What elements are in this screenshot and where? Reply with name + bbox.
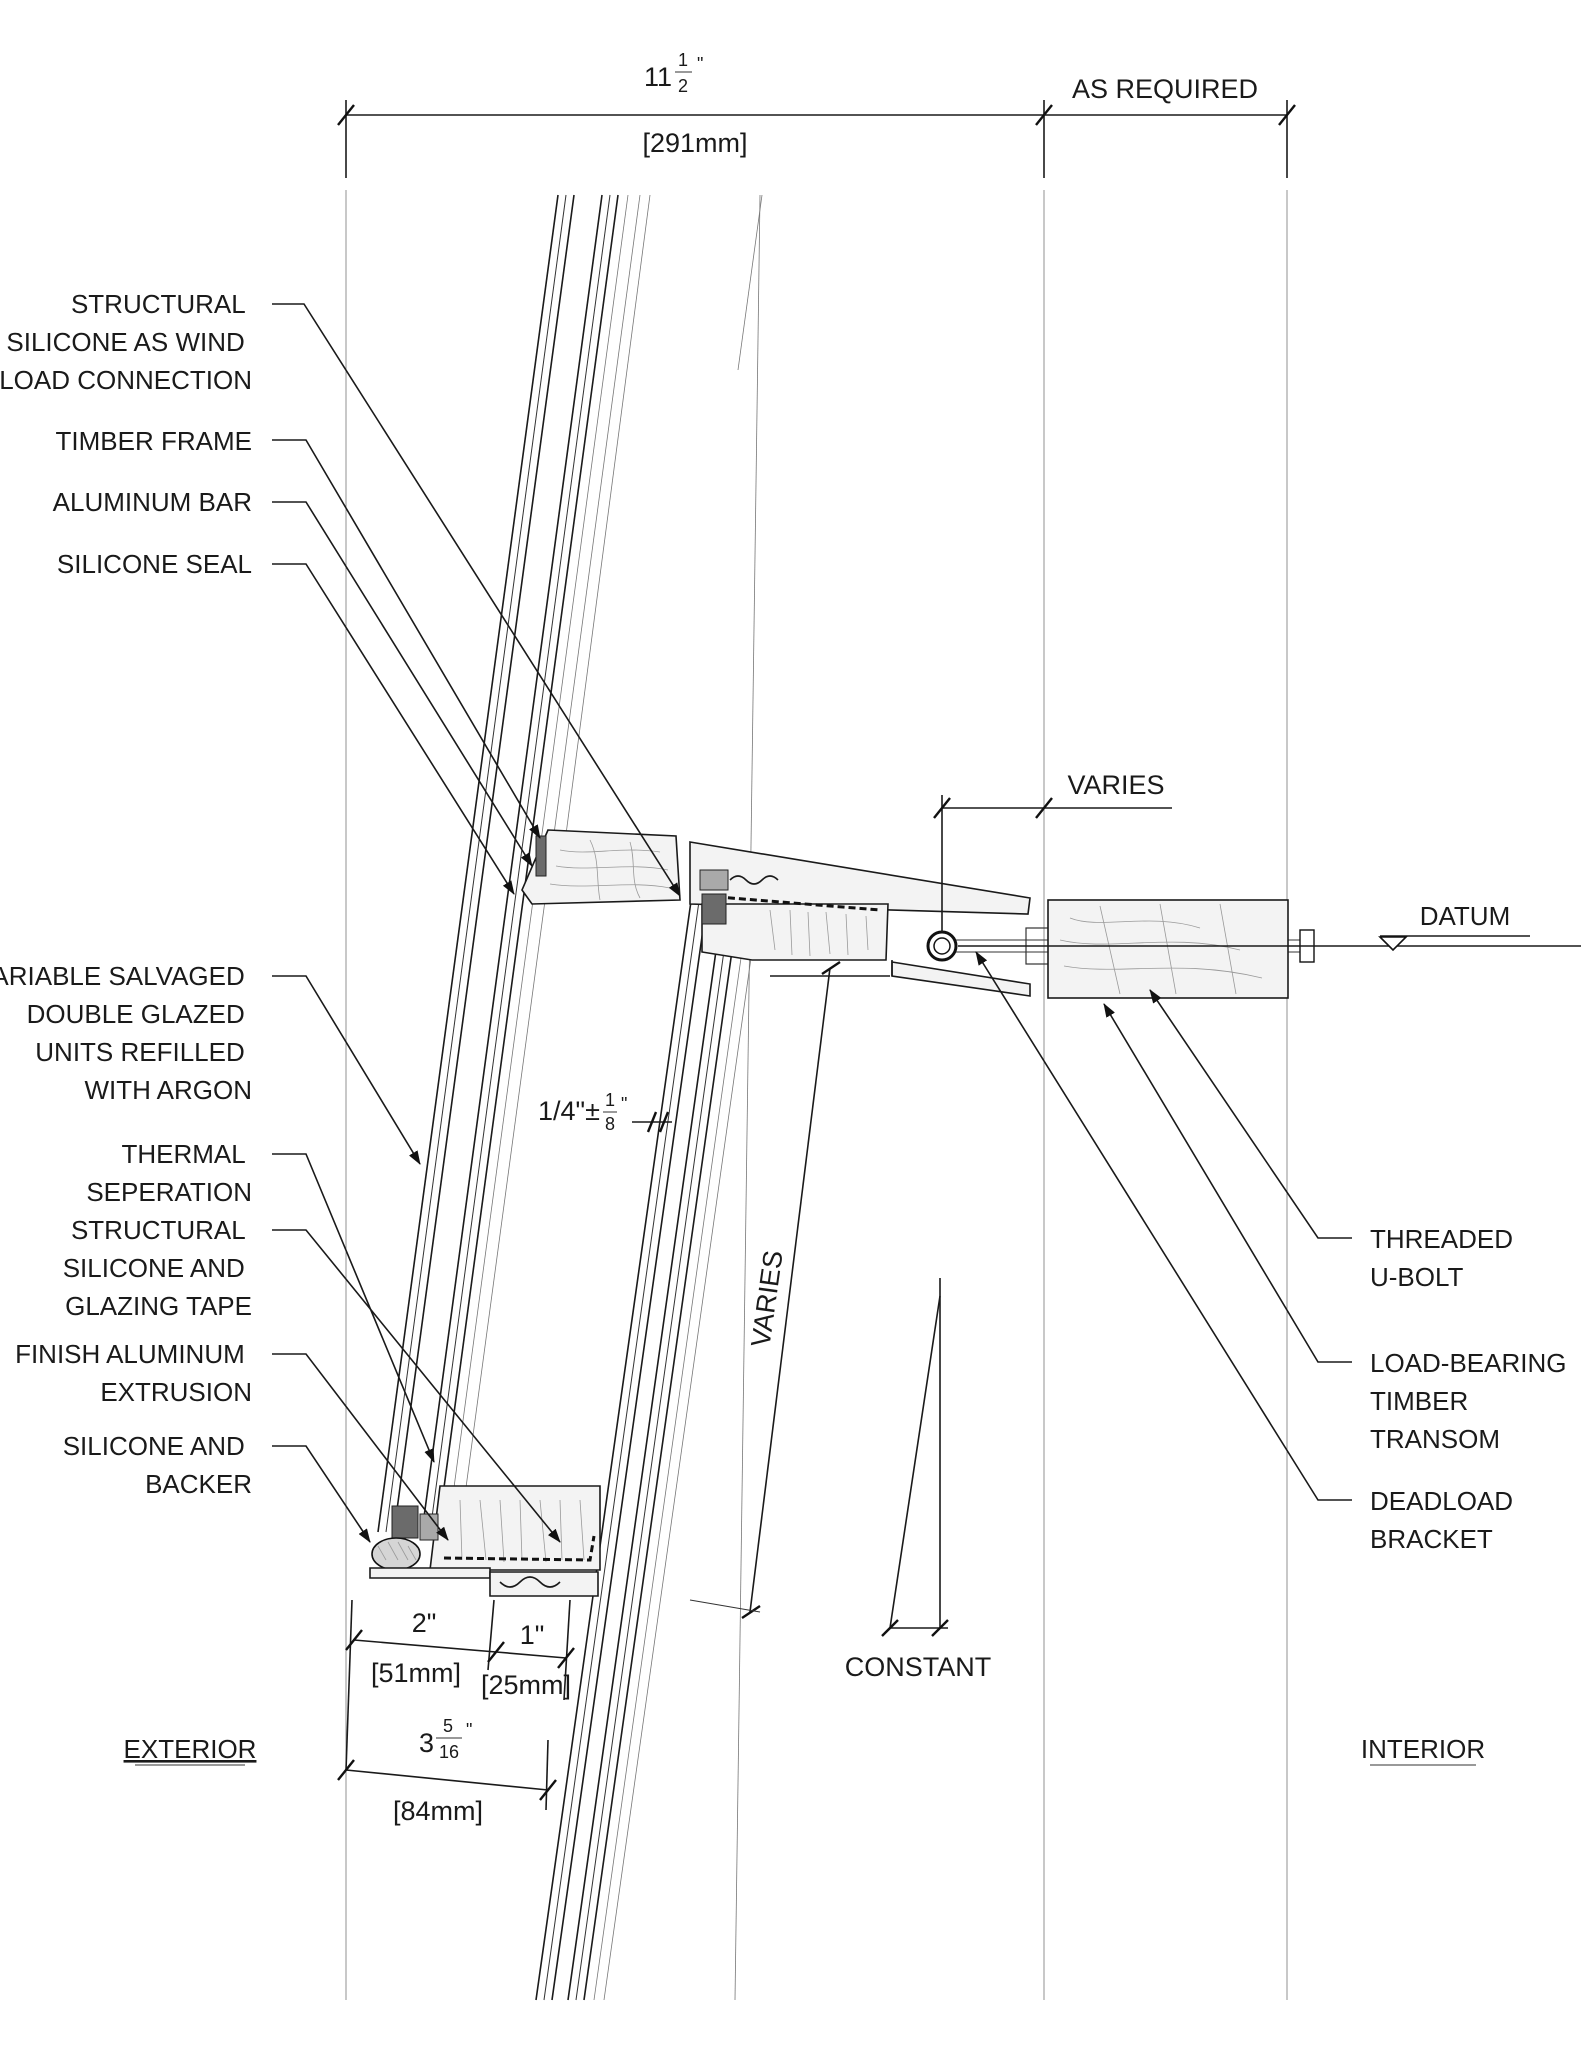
deadload-bracket xyxy=(770,960,1031,997)
top-dimension-total: 11 1 2 " [291mm] xyxy=(337,50,1053,178)
callout-finish-aluminum-extrusion: FINISH ALUMINUM EXTRUSION xyxy=(15,1339,252,1407)
datum-line: DATUM xyxy=(958,901,1581,952)
gap-label: 1/4"± xyxy=(538,1096,600,1126)
exterior-label: EXTERIOR xyxy=(124,1734,257,1764)
callout-structural-silicone-wind: STRUCTURAL SILICONE AS WIND LOAD CONNECT… xyxy=(0,289,252,395)
double-glazed-unit-inner xyxy=(447,194,763,2001)
top-total-metric: [291mm] xyxy=(642,128,747,158)
bottom-total-numerator: 5 xyxy=(443,1716,453,1736)
bottom-1in-metric: [25mm] xyxy=(481,1670,571,1700)
bottom-dimension-1in: 1" [25mm] xyxy=(481,1599,575,1701)
gap-denominator: 8 xyxy=(605,1114,615,1134)
callout-timber-frame: TIMBER FRAME xyxy=(56,426,252,456)
top-total-inch-mark: " xyxy=(697,54,703,74)
side-labels: EXTERIOR INTERIOR xyxy=(124,1734,1485,1766)
bottom-total-inch-mark: " xyxy=(466,1720,472,1740)
reference-lines xyxy=(345,190,1288,2000)
varies-vertical-dimension: VARIES xyxy=(689,961,841,1619)
bottom-1in-label: 1" xyxy=(520,1620,545,1650)
bottom-total-metric: [84mm] xyxy=(393,1796,483,1826)
callout-double-glazed-units: VARIABLE SALVAGED DOUBLE GLAZED UNITS RE… xyxy=(0,961,252,1105)
bottom-total-denominator: 16 xyxy=(439,1742,459,1762)
constant-angle-indicator: CONSTANT xyxy=(845,1278,992,1682)
aluminum-transom-profile xyxy=(689,841,1031,961)
callout-load-bearing-timber-transom: LOAD-BEARING TIMBER TRANSOM xyxy=(1370,1348,1574,1454)
constant-label: CONSTANT xyxy=(845,1652,992,1682)
left-callout-labels: STRUCTURAL SILICONE AS WIND LOAD CONNECT… xyxy=(0,289,252,1499)
bottom-dimension-2in: 2" [51mm] xyxy=(345,1599,505,1771)
varies-top-dimension: VARIES xyxy=(933,770,1172,932)
interior-label: INTERIOR xyxy=(1361,1734,1485,1764)
bottom-total-whole: 3 xyxy=(419,1728,434,1758)
bottom-2in-label: 2" xyxy=(412,1608,437,1638)
bottom-2in-metric: [51mm] xyxy=(371,1658,461,1688)
callout-silicone-and-backer: SILICONE AND BACKER xyxy=(63,1431,252,1499)
callout-structural-silicone-tape: STRUCTURAL SILICONE AND GLAZING TAPE xyxy=(63,1215,252,1321)
bottom-dimension-total: 3 5 16 " [84mm] xyxy=(337,1716,557,1826)
top-total-numerator: 1 xyxy=(678,50,688,70)
varies-vertical-label: VARIES xyxy=(745,1249,788,1349)
right-callout-labels: THREADED U-BOLT LOAD-BEARING TIMBER TRAN… xyxy=(1370,1224,1574,1554)
gap-numerator: 1 xyxy=(605,1090,615,1110)
callout-aluminum-bar: ALUMINUM BAR xyxy=(53,487,252,517)
load-bearing-timber-transom xyxy=(1047,899,1289,999)
callout-silicone-seal: SILICONE SEAL xyxy=(57,549,252,579)
top-total-denominator: 2 xyxy=(678,76,688,96)
varies-top-label: VARIES xyxy=(1067,770,1164,800)
callout-threaded-u-bolt: THREADED U-BOLT xyxy=(1370,1224,1520,1292)
upper-timber-frame xyxy=(521,829,681,905)
right-callout-leaders xyxy=(975,951,1352,1501)
datum-label: DATUM xyxy=(1420,901,1511,931)
top-dimension-as-required: AS REQUIRED xyxy=(1044,74,1296,178)
gap-inch-mark: " xyxy=(621,1094,627,1114)
lower-timber-frame xyxy=(391,1485,601,1571)
callout-deadload-bracket: DEADLOAD BRACKET xyxy=(1370,1486,1520,1554)
silicone-and-backer xyxy=(371,1537,421,1571)
top-total-whole: 11 xyxy=(644,62,672,92)
inclined-interior-reference xyxy=(559,194,761,2001)
callout-thermal-separation: THERMAL SEPERATION xyxy=(86,1139,252,1207)
glass-gap-dimension: 1/4"± 1 8 " xyxy=(538,1090,672,1134)
finish-aluminum-extrusion xyxy=(369,1567,599,1597)
left-callout-leaders xyxy=(272,303,681,1543)
as-required-label: AS REQUIRED xyxy=(1072,74,1258,104)
